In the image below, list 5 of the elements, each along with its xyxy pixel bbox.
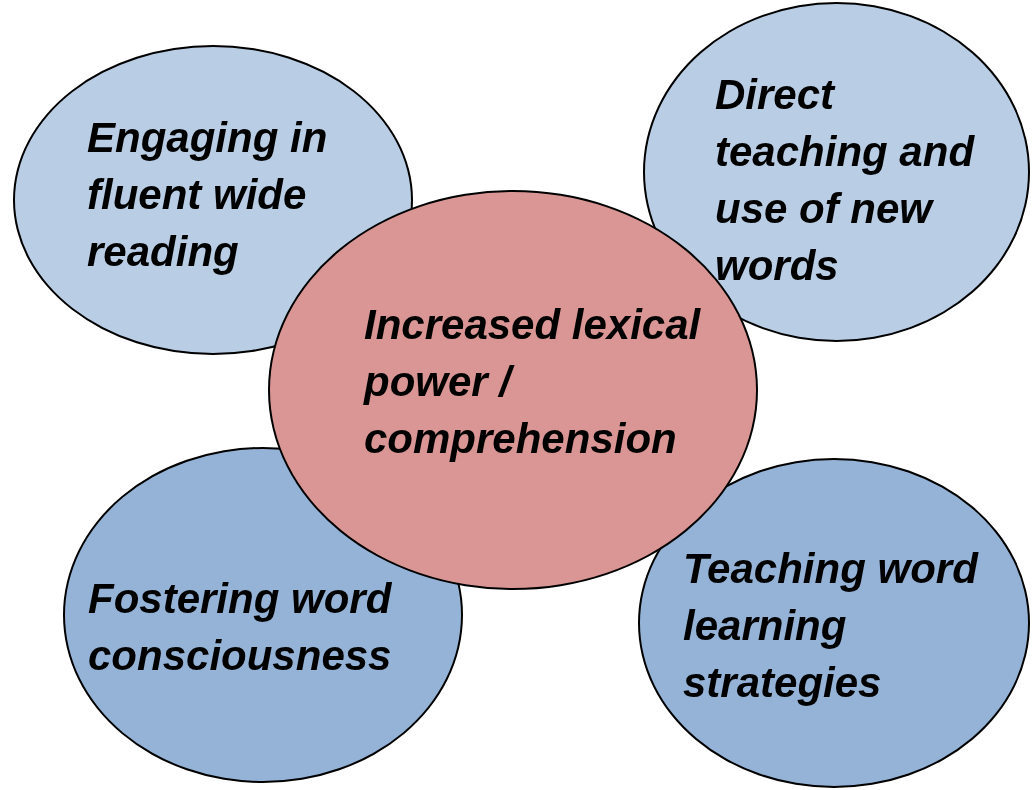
- node-label: Direct teaching and use of new words: [715, 70, 976, 291]
- node-label: Engaging in fluent wide reading: [87, 113, 329, 277]
- node-label: Teaching word learning strategies: [683, 544, 980, 708]
- node-label: Fostering word consciousness: [88, 574, 393, 681]
- node-label: Increased lexical power / comprehension: [364, 300, 702, 464]
